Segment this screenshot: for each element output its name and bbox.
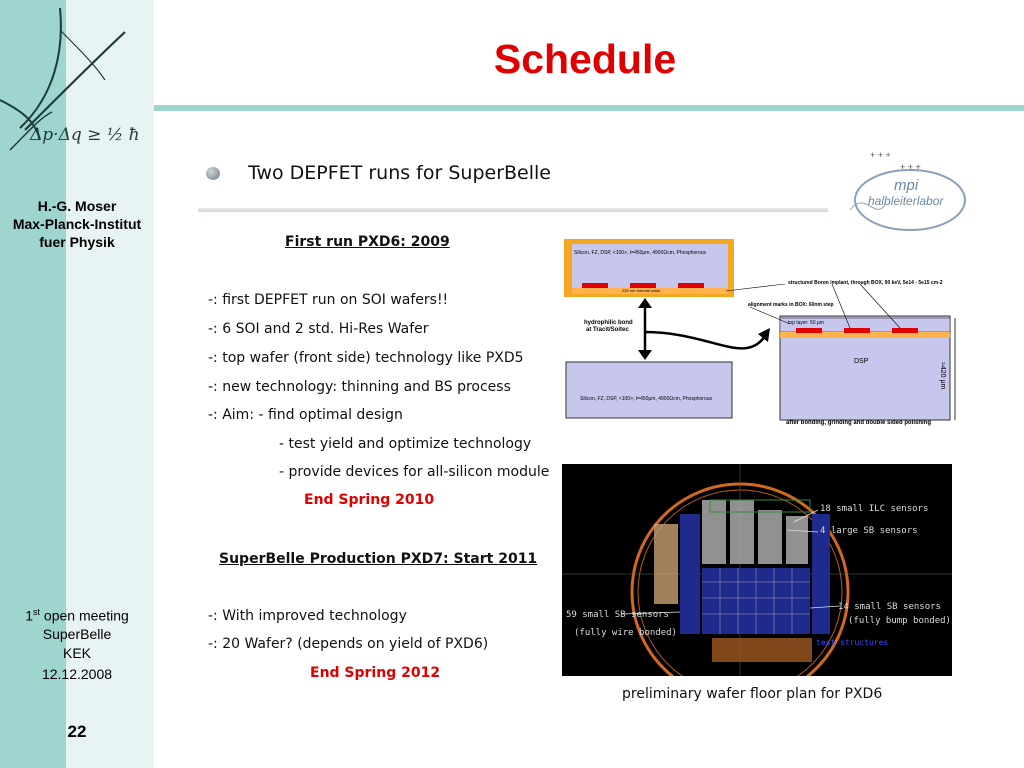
run1-line: -: 6 SOI and 2 std. Hi-Res Wafer (208, 321, 429, 337)
thickness-label: ≈420 µm (939, 362, 946, 390)
svg-text:+ + +: + + + (900, 162, 921, 172)
bond-label-1: hydrophilic bond (584, 320, 633, 326)
run2-heading: SuperBelle Production PXD7: Start 2011 (219, 551, 538, 567)
run1-line: -: top wafer (front side) technology lik… (208, 350, 524, 366)
alignment-label: alignment marks in BOX: 60nm step (748, 302, 834, 308)
mpi-halbleiterlabor-logo: + + + + + + mpi halbleiterlabor (840, 150, 970, 240)
institute-line-2: fuer Physik (39, 234, 115, 250)
floorplan-label-ilc: 18 small ILC sensors (820, 504, 929, 514)
run2-line: -: 20 Wafer? (depends on yield of PXD6) (208, 636, 489, 652)
headline-divider (198, 208, 828, 212)
meeting-ordinal: st (33, 607, 41, 617)
top-layer-label: top layer: 50 µm (788, 320, 824, 326)
institute-logo-icon: Δp·Δq ≥ ½ ħ (0, 7, 140, 151)
run1-deadline: End Spring 2010 (304, 492, 435, 508)
logo-text-mpi: mpi (894, 177, 919, 194)
formula-text: Δp·Δq ≥ ½ ħ (29, 125, 140, 145)
run1-line: -: new technology: thinning and BS proce… (208, 379, 511, 395)
run2-deadline: End Spring 2012 (310, 665, 441, 681)
slide-title: Schedule (493, 36, 677, 82)
soi-process-diagram: Silicon, FZ, DSP, <100>, t=450µm, 4900Ωc… (560, 236, 980, 436)
dsp-label: DSP (854, 358, 869, 365)
run1-line: - provide devices for all-silicon module (279, 464, 550, 480)
logo-text-lab: halbleiterlabor (868, 194, 944, 208)
bond-label-2: at Tracit/Soitec (586, 327, 629, 333)
top-wafer-label: Silicon, FZ, DSP, <100>, t=450µm, 4900Ωc… (574, 250, 707, 256)
bottom-wafer-label: Silicon, FZ, DSP, <100>, t=450µm, 4900Ωc… (580, 396, 713, 402)
floorplan-label-small-right: 14 small SB sensors (838, 602, 941, 612)
headline: Two DEPFET runs for SuperBelle (248, 162, 551, 184)
svg-text:+ + +: + + + (870, 150, 891, 160)
event-name: SuperBelle (42, 626, 112, 642)
meeting-number: 1 (25, 607, 34, 624)
run1-line: -: Aim: - find optimal design (208, 407, 403, 423)
run2-line: -: With improved technology (208, 608, 407, 624)
sidebar-strip (0, 0, 66, 768)
after-bonding-label: after bonding, grinding and double sided… (786, 420, 931, 426)
institute-line-1: Max-Planck-Institut (12, 216, 142, 232)
meeting-line: 1st open meeting (0, 603, 154, 625)
floorplan-label-large: 4 large SB sensors (820, 526, 918, 536)
title-divider (154, 105, 1024, 111)
floorplan-label-small-right-note: (fully bump bonded) (848, 616, 951, 626)
floorplan-label-small-left: 59 small SB sensors (566, 610, 669, 620)
floorplan-label-small-left-note: (fully wire bonded) (574, 628, 677, 638)
meeting-date: 12.12.2008 (41, 666, 113, 682)
author-name: H.-G. Moser (37, 198, 117, 214)
bullet-icon (206, 167, 220, 180)
wafer-floorplan-image: 18 small ILC sensors 4 large SB sensors … (562, 464, 952, 676)
implant-label: structured Boron implant, through BOX, 9… (788, 280, 943, 286)
oxide-label: 220 nm thermal oxide (622, 288, 661, 293)
run1-line: - test yield and optimize technology (279, 436, 532, 452)
page-number: 22 (67, 722, 87, 741)
meeting-text: open meeting (40, 607, 129, 624)
run1-line: -: first DEPFET run on SOI wafers!! (208, 292, 449, 308)
venue-name: KEK (62, 645, 91, 661)
run1-heading: First run PXD6: 2009 (285, 234, 450, 250)
floorplan-label-test: test structures (816, 638, 889, 647)
floorplan-caption: preliminary wafer floor plan for PXD6 (622, 686, 883, 702)
